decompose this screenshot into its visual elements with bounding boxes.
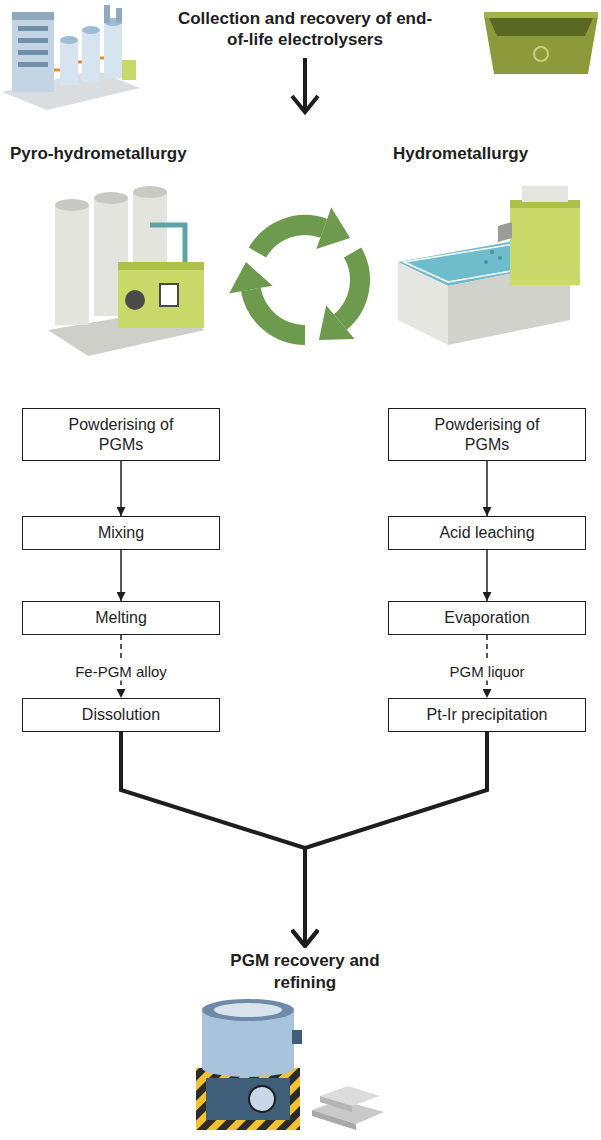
process-box: Powderising of PGMs — [22, 408, 220, 461]
node-text: Evaporation — [444, 608, 529, 627]
furnace-icon-part — [55, 199, 89, 211]
refining-furnace-icon-part — [249, 1086, 275, 1112]
node-text: Dissolution — [82, 705, 160, 724]
process-box: Melting — [22, 601, 220, 635]
furnace-icon-part — [118, 262, 204, 270]
process-box: Powderising of PGMs — [388, 408, 586, 461]
furnace-icon-part — [55, 205, 89, 325]
furnace-icon-part — [160, 284, 178, 306]
furnace-icon-part — [94, 192, 128, 204]
furnace-icon-part — [118, 262, 204, 328]
refining-furnace-icon-part — [292, 1030, 302, 1044]
recycle-symbol-part — [220, 255, 305, 358]
leaching-tank-icon-part — [498, 256, 502, 260]
refining-furnace-icon-part — [214, 1003, 282, 1017]
process-box: Mixing — [22, 516, 220, 550]
process-box: Evaporation — [388, 601, 586, 635]
node-text: Powderising of PGMs — [54, 415, 189, 453]
refining-furnace-icon-part — [202, 1059, 294, 1077]
section-heading: Pyro-hydrometallurgy — [10, 143, 187, 164]
furnace-icon-part — [133, 186, 167, 198]
factory-icon-part — [82, 26, 100, 34]
recycle-symbol — [220, 208, 392, 358]
leaching-tank-icon — [398, 186, 580, 345]
leaching-tank-icon-part — [484, 260, 488, 264]
node-text: Acid leaching — [439, 523, 534, 542]
recycle-symbol-part — [257, 208, 350, 253]
factory-icon — [2, 5, 140, 110]
edge-label: Fe-PGM alloy — [72, 661, 170, 680]
flow-connector — [120, 550, 122, 601]
furnace-icon-part — [125, 290, 145, 310]
leaching-tank-icon-part — [398, 262, 448, 345]
process-box: Acid leaching — [388, 516, 586, 550]
recycle-symbol-part — [257, 225, 323, 253]
refining-furnace-icon-part — [206, 1078, 290, 1120]
factory-icon-part — [18, 26, 48, 31]
recycle-symbol-part — [220, 256, 273, 306]
process-box: Dissolution — [22, 698, 220, 732]
outcome-node: PGM recovery and refining — [215, 948, 395, 995]
factory-icon-part — [12, 12, 54, 20]
factory-icon-part — [54, 58, 104, 70]
node-text: PGM recovery and refining — [219, 950, 391, 993]
ingots-icon-part — [312, 1110, 356, 1130]
factory-icon-part — [104, 22, 122, 78]
factory-icon-part — [116, 8, 122, 23]
refining-furnace-icon-part — [202, 999, 294, 1021]
diagram-title: Collection and recovery of end-of-life e… — [168, 8, 442, 51]
ingots-icon — [312, 1086, 384, 1130]
refining-furnace-icon-part — [196, 1068, 300, 1130]
leaching-tank-icon-part — [510, 205, 580, 285]
ingots-icon-part — [320, 1096, 352, 1112]
skip-bin-icon-part — [484, 12, 598, 18]
factory-icon-part — [18, 38, 48, 43]
leaching-tank-icon-part — [522, 186, 568, 202]
skip-bin-icon-part — [484, 16, 598, 74]
factory-icon-part — [12, 18, 54, 92]
flow-arrow — [292, 58, 318, 112]
flow-arrow-part — [292, 96, 318, 112]
section-heading: Hydrometallurgy — [393, 143, 528, 164]
node-text: Powderising of PGMs — [420, 415, 555, 453]
factory-icon-part — [60, 40, 78, 85]
flow-connector — [305, 732, 487, 946]
factory-icon-part — [82, 30, 100, 82]
recycle-symbol-part — [309, 305, 362, 355]
leaching-tank-icon-part — [490, 250, 494, 254]
node-text: Mixing — [98, 523, 144, 542]
edge-label: PGM liquor — [446, 661, 527, 680]
flow-arrow-part — [303, 58, 307, 112]
furnace-icon-part — [150, 225, 185, 262]
factory-icon-part — [18, 50, 48, 55]
skip-bin-icon-part — [489, 18, 593, 36]
flow-connector — [486, 461, 488, 516]
recycle-symbol-part — [306, 253, 391, 356]
furnace-icon — [48, 186, 205, 356]
process-box: Pt-Ir precipitation — [388, 698, 586, 732]
flow-connector — [121, 732, 305, 946]
node-text: Pt-Ir precipitation — [427, 705, 548, 724]
refining-furnace-icon — [196, 999, 302, 1130]
recycle-symbol-part — [316, 208, 350, 249]
factory-icon-part — [18, 62, 48, 67]
factory-icon-part — [104, 5, 110, 23]
flow-connector — [120, 461, 122, 516]
skip-bin-icon-part — [534, 47, 548, 61]
leaching-tank-icon-part — [498, 222, 512, 242]
factory-icon-part — [60, 36, 78, 44]
flow-connector — [486, 550, 488, 601]
factory-icon-part — [122, 60, 136, 80]
skip-bin-icon — [484, 12, 598, 74]
node-text: Melting — [95, 608, 147, 627]
